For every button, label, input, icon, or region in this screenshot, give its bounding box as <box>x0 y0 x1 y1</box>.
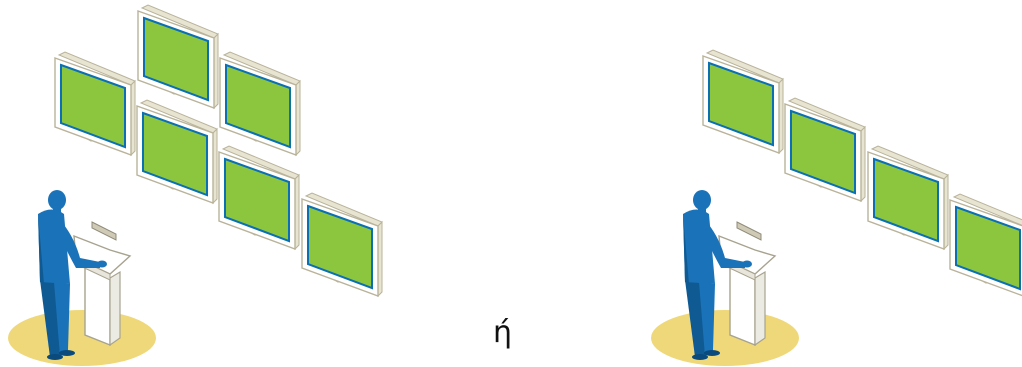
left-diagram <box>8 4 383 366</box>
monitor-display <box>867 145 949 250</box>
monitor-display <box>218 145 300 250</box>
presenter-figure <box>683 190 752 360</box>
or-separator-label: ή <box>493 315 513 350</box>
monitor-display <box>784 97 866 202</box>
monitor-display <box>136 99 218 204</box>
podium <box>73 221 132 347</box>
monitor-display <box>137 4 219 109</box>
floor-spotlight <box>8 310 156 366</box>
monitor-display <box>949 193 1022 298</box>
right-diagram <box>651 49 1022 366</box>
presenter-figure <box>38 190 107 360</box>
podium <box>718 221 777 347</box>
floor-spotlight <box>651 310 799 366</box>
monitor-display <box>301 192 383 297</box>
monitor-display <box>219 51 301 156</box>
monitor-display <box>54 51 136 156</box>
monitor-display <box>702 49 784 154</box>
